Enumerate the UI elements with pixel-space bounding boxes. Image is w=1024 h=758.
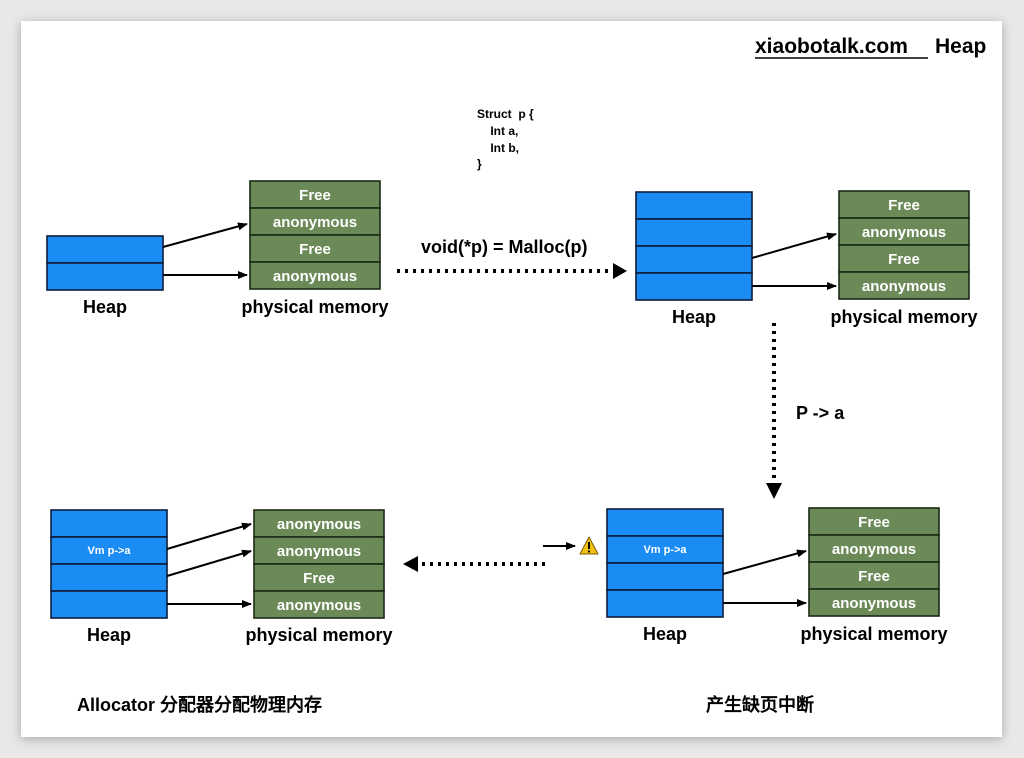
vm-label: Vm p->a bbox=[643, 544, 687, 556]
cell-label: anonymous bbox=[862, 224, 946, 241]
site-topic: Heap bbox=[935, 35, 986, 58]
mapping-arrow bbox=[722, 549, 807, 575]
malloc-call-label: void(*p) = Malloc(p) bbox=[421, 237, 588, 257]
cell-label: anonymous bbox=[277, 543, 361, 560]
heap-block bbox=[635, 218, 753, 247]
physical-block-anonymous bbox=[808, 534, 940, 563]
cell-label: anonymous bbox=[862, 278, 946, 295]
code-line-2: Int a, bbox=[477, 124, 518, 138]
cell-label: anonymous bbox=[832, 595, 916, 612]
slide: xiaobotalk.com Heap Struct p { Int a, In… bbox=[21, 21, 1002, 737]
cell-label: anonymous bbox=[832, 541, 916, 558]
heap-label: Heap bbox=[87, 625, 131, 645]
heap-label: Heap bbox=[643, 624, 687, 644]
physical-memory-label: physical memory bbox=[245, 625, 392, 645]
cell-label: anonymous bbox=[273, 268, 357, 285]
cell-label: Free bbox=[303, 570, 335, 587]
heap-block bbox=[50, 563, 168, 592]
heap-block-vm bbox=[50, 536, 168, 565]
cell-label: anonymous bbox=[273, 214, 357, 231]
access-arrowhead bbox=[766, 483, 782, 499]
diagram-page-fault: Vm p->a Heap Free anonymous Free anonymo… bbox=[606, 507, 948, 644]
heap-block bbox=[50, 509, 168, 538]
cell-label: Free bbox=[858, 514, 890, 531]
physical-block-anonymous bbox=[249, 207, 381, 236]
cell-label: anonymous bbox=[277, 597, 361, 614]
cell-label: Free bbox=[858, 568, 890, 585]
malloc-arrowhead bbox=[613, 263, 627, 279]
heap-label: Heap bbox=[672, 307, 716, 327]
site-title: xiaobotalk.com Heap bbox=[755, 35, 986, 59]
access-label: P -> a bbox=[796, 403, 845, 423]
physical-memory-after-malloc: Free anonymous Free anonymous physical m… bbox=[830, 190, 978, 327]
heap-block bbox=[606, 562, 724, 591]
heap-block bbox=[606, 508, 724, 537]
diagram-after-malloc: Heap Free anonymous Free anonymous physi… bbox=[635, 190, 978, 327]
physical-block-anonymous bbox=[838, 271, 970, 300]
heap-diagram: xiaobotalk.com Heap Struct p { Int a, In… bbox=[46, 35, 986, 715]
physical-block-anonymous bbox=[253, 509, 385, 538]
physical-memory-initial: Free anonymous Free anonymous physical m… bbox=[241, 180, 389, 317]
physical-block-anonymous bbox=[253, 590, 385, 619]
site-link[interactable]: xiaobotalk.com bbox=[755, 35, 908, 58]
diagram-initial: Heap Free anonymous Free anonymous physi… bbox=[46, 180, 389, 317]
physical-block-free bbox=[838, 244, 970, 273]
mapping-arrow bbox=[166, 522, 252, 550]
heap-initial: Heap bbox=[46, 235, 164, 317]
heap-block bbox=[635, 245, 753, 274]
page-fault-caption: 产生缺页中断 bbox=[706, 694, 814, 715]
allocator-caption: Allocator 分配器分配物理内存 bbox=[77, 694, 322, 715]
mapping-arrow bbox=[162, 222, 248, 248]
code-line-1: Struct p { bbox=[477, 107, 534, 121]
code-line-3: Int b, bbox=[477, 141, 519, 155]
heap-label: Heap bbox=[83, 297, 127, 317]
cell-label: Free bbox=[888, 251, 920, 268]
heap-page-fault: Vm p->a Heap bbox=[606, 508, 724, 644]
physical-memory-label: physical memory bbox=[830, 307, 977, 327]
physical-memory-allocated: anonymous anonymous Free anonymous physi… bbox=[245, 509, 393, 645]
allocator-arrowhead bbox=[403, 556, 418, 572]
cell-label: Free bbox=[299, 241, 331, 258]
heap-block bbox=[606, 589, 724, 618]
physical-block-anonymous bbox=[253, 536, 385, 565]
heap-block bbox=[46, 262, 164, 291]
mapping-arrow bbox=[751, 232, 837, 259]
heap-block bbox=[46, 235, 164, 264]
physical-memory-label: physical memory bbox=[241, 297, 388, 317]
physical-block-anonymous bbox=[838, 217, 970, 246]
warning-icon bbox=[579, 536, 599, 555]
heap-block bbox=[50, 590, 168, 619]
cell-label: Free bbox=[299, 187, 331, 204]
physical-memory-label: physical memory bbox=[800, 624, 947, 644]
diagram-allocated: Vm p->a Heap anonymous anonymous Free an… bbox=[50, 509, 393, 645]
physical-block-anonymous bbox=[249, 261, 381, 290]
physical-block-anonymous bbox=[808, 588, 940, 617]
heap-block bbox=[635, 191, 753, 220]
vm-label: Vm p->a bbox=[87, 545, 131, 557]
heap-after-malloc: Heap bbox=[635, 191, 753, 327]
cell-label: anonymous bbox=[277, 516, 361, 533]
physical-block-free bbox=[838, 190, 970, 219]
heap-block-vm bbox=[606, 535, 724, 564]
heap-block bbox=[635, 272, 753, 301]
cell-label: Free bbox=[888, 197, 920, 214]
heap-allocated: Vm p->a Heap bbox=[50, 509, 168, 645]
physical-memory-page-fault: Free anonymous Free anonymous physical m… bbox=[800, 507, 948, 644]
struct-code: Struct p { Int a, Int b, } bbox=[477, 107, 534, 171]
mapping-arrow bbox=[166, 549, 252, 577]
code-line-4: } bbox=[477, 157, 482, 171]
physical-block-free bbox=[253, 563, 385, 592]
